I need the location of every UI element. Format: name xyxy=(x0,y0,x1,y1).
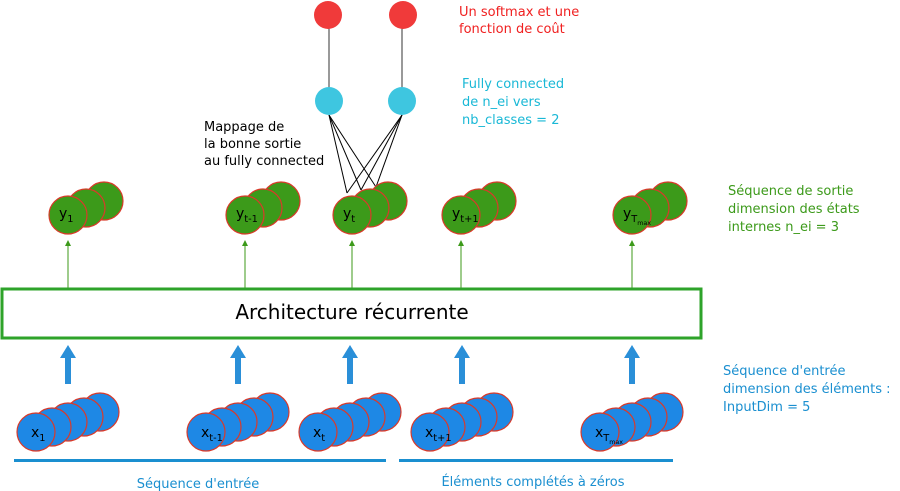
input-arrow-shaft xyxy=(459,357,465,384)
softmax-node-1 xyxy=(314,1,342,29)
input-element-stack: xt xyxy=(298,392,402,452)
input-stacks: x1 xt-1 xt xt+1 xTmax xyxy=(16,392,684,452)
output-state-circle xyxy=(225,195,265,235)
input-element-circle xyxy=(186,412,226,452)
fc-node-1 xyxy=(315,87,343,115)
input-arrows xyxy=(60,345,640,384)
fc-links xyxy=(328,15,403,194)
output-node-stack: yt+1 xyxy=(441,181,517,235)
input-arrow-shaft xyxy=(65,357,71,384)
architecture-label: Architecture récurrente xyxy=(235,300,468,324)
input-element-stack: xt-1 xyxy=(186,392,290,452)
node-label: yTmax xyxy=(623,206,651,227)
node-label: yt+1 xyxy=(452,206,479,225)
input-element-stack: xt+1 xyxy=(410,392,514,452)
padding-bracket xyxy=(399,459,673,462)
input-arrow-head xyxy=(624,345,640,358)
output-stacks: y1 yt-1 yt yt+1 yTmax xyxy=(48,181,688,235)
input-arrow-head xyxy=(454,345,470,358)
fc-note: Fully connected de n_ei vers nb_classes … xyxy=(462,77,568,128)
output-state-circle xyxy=(48,195,88,235)
input-arrow-shaft xyxy=(347,357,353,384)
node-label: xTmax xyxy=(595,425,623,446)
input-element-circle xyxy=(298,412,338,452)
output-node-stack: yt xyxy=(332,181,408,235)
input-element-circle xyxy=(16,412,56,452)
input-arrow-head xyxy=(60,345,76,358)
input-element-stack: x1 xyxy=(16,392,120,452)
output-arrows xyxy=(65,240,635,288)
input-arrow-shaft xyxy=(235,357,241,384)
output-arrow-head xyxy=(458,240,464,246)
output-arrow-head xyxy=(349,240,355,246)
output-node-stack: yt-1 xyxy=(225,181,301,235)
input-sequence-label: Séquence d'entrée xyxy=(137,477,259,491)
node-label: y1 xyxy=(59,206,74,225)
fc-node-2 xyxy=(388,87,416,115)
output-note: Séquence de sortie dimension des états i… xyxy=(728,184,864,235)
input-note: Séquence d'entrée dimension des éléments… xyxy=(723,364,895,415)
recurrent-architecture-box xyxy=(0,287,703,340)
node-label: x1 xyxy=(31,425,46,444)
input-element-circle xyxy=(580,412,620,452)
input-arrow-shaft xyxy=(629,357,635,384)
node-label: yt-1 xyxy=(236,206,258,225)
output-state-circle xyxy=(332,195,372,235)
softmax-note: Un softmax et une fonction de coût xyxy=(459,5,583,37)
node-label: yt xyxy=(343,206,355,225)
padding-label: Éléments complétés à zéros xyxy=(441,474,624,490)
node-label: xt+1 xyxy=(425,425,452,444)
input-sequence-bracket xyxy=(14,459,386,462)
output-node-stack: yTmax xyxy=(612,181,688,235)
output-arrow-head xyxy=(65,240,71,246)
output-state-circle xyxy=(441,195,481,235)
mapping-note: Mappage de la bonne sortie au fully conn… xyxy=(204,120,324,169)
node-label: xt xyxy=(313,425,325,444)
input-element-stack: xTmax xyxy=(580,392,684,452)
input-element-circle xyxy=(410,412,450,452)
node-label: xt-1 xyxy=(201,425,223,444)
output-node-stack: y1 xyxy=(48,181,124,235)
input-arrow-head xyxy=(230,345,246,358)
output-arrow-head xyxy=(629,240,635,246)
output-state-circle xyxy=(612,195,652,235)
output-arrow-head xyxy=(242,240,248,246)
input-arrow-head xyxy=(342,345,358,358)
softmax-node-2 xyxy=(389,1,417,29)
